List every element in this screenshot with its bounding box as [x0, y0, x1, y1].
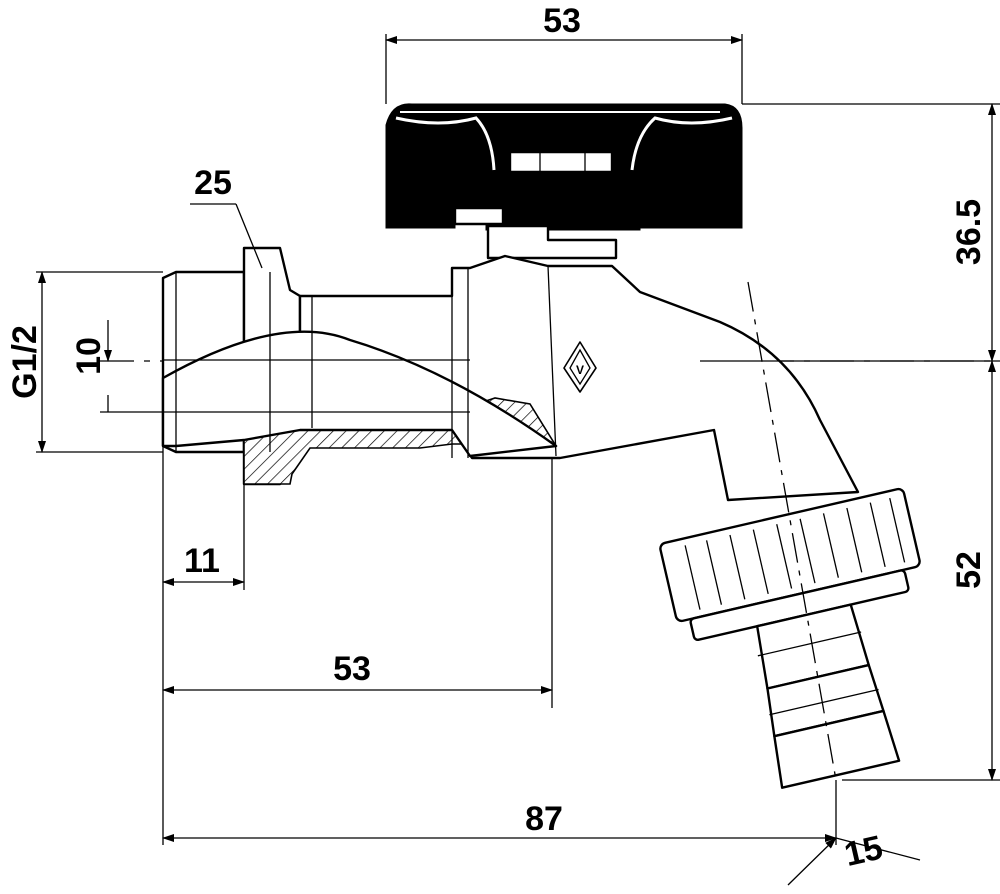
hose-connector	[659, 487, 921, 789]
faucet-body	[161, 246, 860, 502]
butterfly-handle	[385, 103, 743, 260]
dim-thread-length: 11	[184, 542, 220, 580]
dim-overall-length: 87	[525, 800, 563, 838]
dim-handle-height: 36.5	[950, 199, 988, 265]
dimension-lines	[38, 36, 996, 886]
dim-bore: 10	[70, 337, 108, 375]
dim-body-length: 53	[333, 650, 371, 688]
dim-hose-diameter: 15	[841, 829, 886, 875]
extension-lines	[36, 34, 1000, 845]
dim-nut-size: 25	[194, 164, 232, 202]
brand-diamond-logo: V	[563, 341, 597, 393]
dim-handle-width: 53	[543, 2, 581, 40]
brand-letter: V	[576, 363, 584, 377]
dim-spout-drop: 52	[950, 551, 988, 589]
dim-thread: G1/2	[6, 325, 44, 399]
